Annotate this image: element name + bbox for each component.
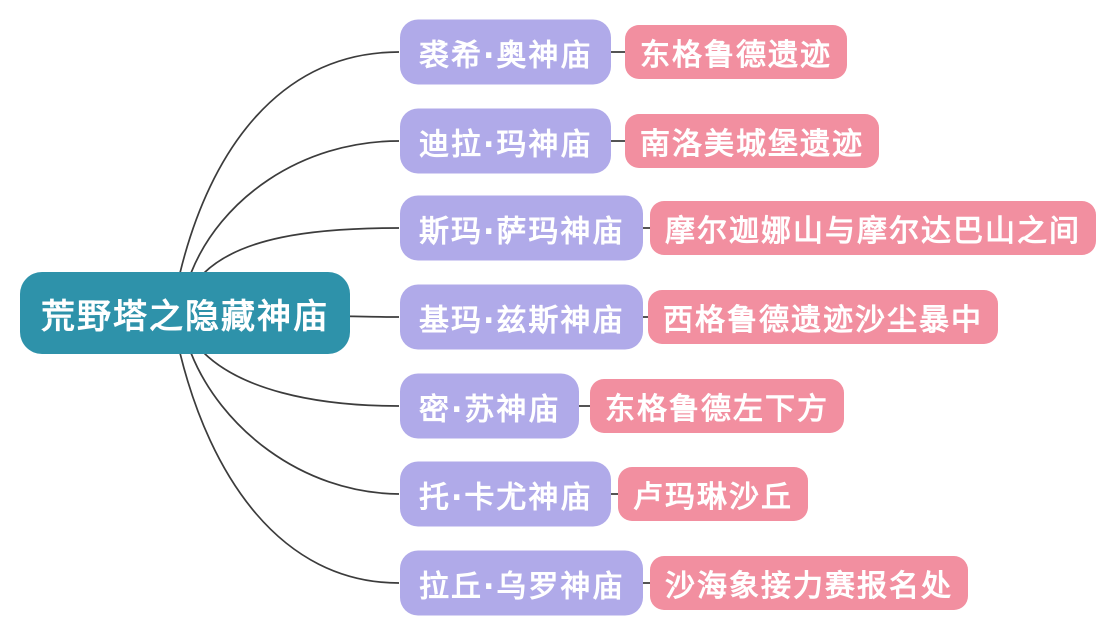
branch-curve (179, 352, 400, 584)
location-node[interactable]: 南洛美城堡遗迹 (625, 114, 879, 168)
location-node[interactable]: 东格鲁德遗迹 (625, 25, 847, 79)
branch-curve (190, 352, 400, 495)
shrine-node[interactable]: 斯玛·萨玛神庙 (400, 195, 644, 261)
location-node-label: 卢玛琳沙丘 (633, 480, 793, 515)
location-node-label: 摩尔迦娜山与摩尔达巴山之间 (665, 214, 1081, 249)
root-node-label: 荒野塔之隐藏神庙 (41, 296, 329, 337)
branch-curve (190, 140, 400, 274)
shrine-node-label: 密·苏神庙 (419, 392, 561, 427)
shrine-node-label: 迪拉·玛神庙 (419, 127, 593, 162)
shrine-node[interactable]: 裘希·奥神庙 (400, 19, 612, 85)
location-node[interactable]: 卢玛琳沙丘 (618, 467, 808, 521)
branch-curve (203, 352, 400, 407)
shrine-node-label: 拉丘·乌罗神庙 (419, 569, 625, 604)
root-node[interactable]: 荒野塔之隐藏神庙 (20, 272, 350, 354)
shrine-node[interactable]: 迪拉·玛神庙 (400, 108, 612, 174)
location-node-label: 东格鲁德左下方 (605, 392, 829, 427)
shrine-node[interactable]: 基玛·兹斯神庙 (400, 284, 644, 350)
shrine-node[interactable]: 密·苏神庙 (400, 373, 580, 439)
shrine-node-label: 托·卡尤神庙 (419, 480, 593, 515)
location-node[interactable]: 摩尔迦娜山与摩尔达巴山之间 (650, 201, 1096, 255)
location-node[interactable]: 沙海象接力赛报名处 (650, 556, 968, 610)
location-node-label: 南洛美城堡遗迹 (640, 127, 864, 162)
location-node-label: 西格鲁德遗迹沙尘暴中 (663, 303, 983, 338)
shrine-node[interactable]: 托·卡尤神庙 (400, 461, 612, 527)
shrine-node-label: 裘希·奥神庙 (419, 38, 593, 73)
location-node-label: 东格鲁德遗迹 (640, 38, 832, 73)
shrine-node[interactable]: 拉丘·乌罗神庙 (400, 550, 644, 616)
shrine-node-label: 基玛·兹斯神庙 (419, 303, 625, 338)
shrine-node-label: 斯玛·萨玛神庙 (419, 214, 625, 249)
location-node[interactable]: 东格鲁德左下方 (590, 379, 844, 433)
branch-curve (203, 227, 400, 274)
location-node-label: 沙海象接力赛报名处 (665, 569, 953, 604)
location-node[interactable]: 西格鲁德遗迹沙尘暴中 (648, 290, 998, 344)
branch-curve (179, 51, 400, 274)
